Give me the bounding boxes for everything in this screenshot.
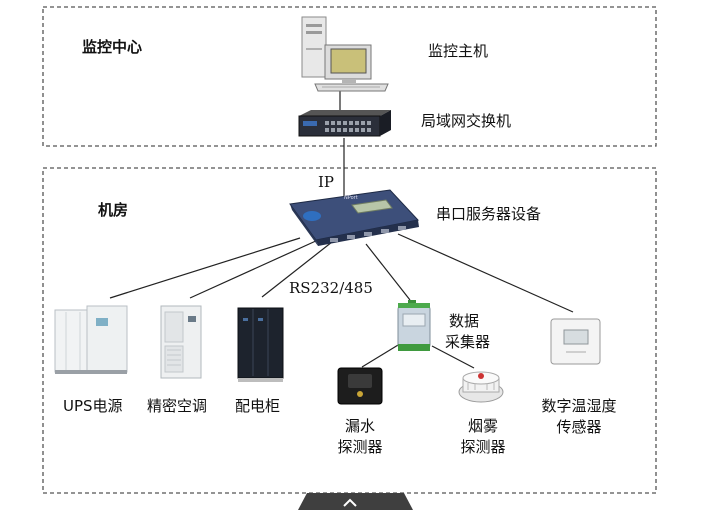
chevron-up-icon <box>343 498 357 507</box>
serial-server-label: 串口服务器设备 <box>436 205 542 223</box>
data-collector-label-2: 采集器 <box>445 333 491 351</box>
air-conditioner-icon <box>160 305 202 379</box>
connection-lines <box>109 89 574 369</box>
monitor-center-frame <box>42 6 657 147</box>
water-sensor-icon <box>337 367 383 405</box>
ups-label: UPS电源 <box>63 397 123 415</box>
serial-server-icon: NPort <box>289 189 419 246</box>
thermostat-icon <box>550 318 601 365</box>
collector-smoke-link <box>431 345 475 369</box>
ups-icon <box>54 305 128 374</box>
distribution-cabinet-label: 配电柜 <box>235 397 281 415</box>
water-leak-label-2: 探测器 <box>337 438 383 456</box>
scroll-up-tab[interactable] <box>298 493 413 510</box>
server-thermostat-link <box>397 233 574 313</box>
smoke-detector-icon <box>458 371 504 403</box>
computer-icon <box>301 16 389 92</box>
data-collector-label-1: 数据 <box>449 312 480 330</box>
smoke-label-2: 探测器 <box>460 438 506 456</box>
machine-room-title: 机房 <box>98 201 129 219</box>
temp-humidity-label-2: 传感器 <box>556 418 602 436</box>
server-ac-link <box>189 239 319 299</box>
collector-water-link <box>361 341 404 368</box>
ip-link-label: IP <box>318 173 335 191</box>
water-leak-label-1: 漏水 <box>344 417 375 435</box>
collector-icon <box>397 300 431 351</box>
lan-switch-label: 局域网交换机 <box>421 112 512 130</box>
switch-icon <box>298 110 391 137</box>
smoke-label-1: 烟雾 <box>467 417 498 435</box>
server-collector-link <box>365 243 411 301</box>
precision-ac-label: 精密空调 <box>147 397 208 415</box>
server-cabinet-link <box>261 241 333 298</box>
monitor-center-title: 监控中心 <box>82 38 143 56</box>
cabinet-icon <box>237 307 284 382</box>
temp-humidity-label-1: 数字温湿度 <box>541 397 617 415</box>
server-ups-link <box>109 237 301 299</box>
svg-text:NPort: NPort <box>344 195 358 201</box>
monitor-host-label: 监控主机 <box>428 42 489 60</box>
rs-bus-label: RS232/485 <box>289 279 373 297</box>
